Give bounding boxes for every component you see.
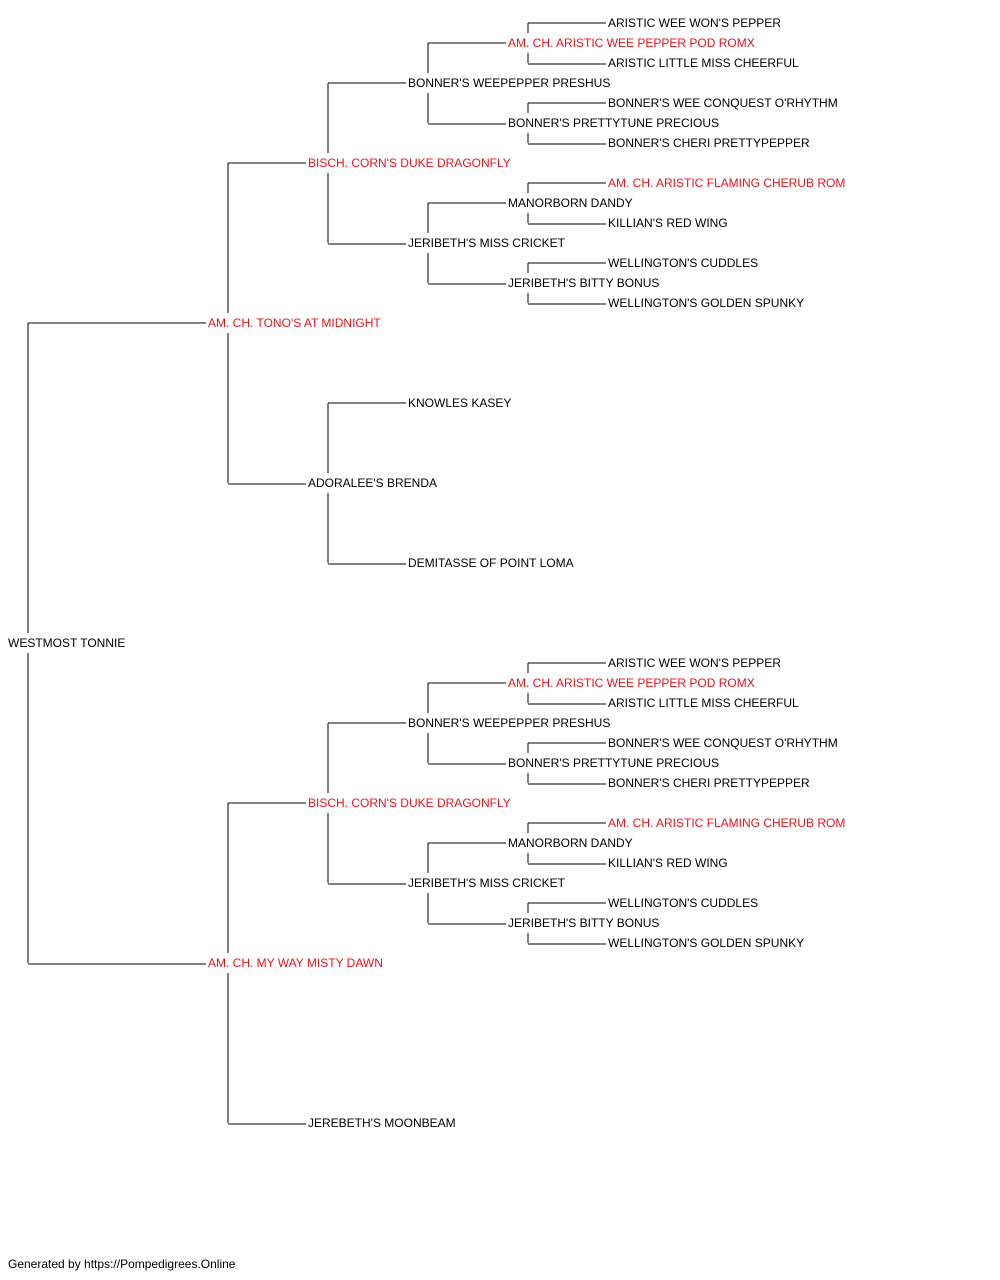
pedigree-node-aristic-little-miss-cheerful[interactable]: ARISTIC LITTLE MISS CHEERFUL (608, 696, 801, 710)
pedigree-node-jerebeth-s-moonbeam[interactable]: JEREBETH'S MOONBEAM (308, 1116, 458, 1130)
pedigree-node-am-ch-aristic-wee-pepper-pod-romx[interactable]: AM. CH. ARISTIC WEE PEPPER POD ROMX (508, 676, 757, 690)
pedigree-node-jeribeth-s-bitty-bonus[interactable]: JERIBETH'S BITTY BONUS (508, 276, 662, 290)
pedigree-node-bisch-corn-s-duke-dragonfly[interactable]: BISCH. CORN'S DUKE DRAGONFLY (308, 796, 513, 810)
pedigree-node-jeribeth-s-miss-cricket[interactable]: JERIBETH'S MISS CRICKET (408, 876, 567, 890)
pedigree-node-wellington-s-golden-spunky[interactable]: WELLINGTON'S GOLDEN SPUNKY (608, 936, 807, 950)
pedigree-node-jeribeth-s-bitty-bonus[interactable]: JERIBETH'S BITTY BONUS (508, 916, 662, 930)
pedigree-node-bonner-s-weepepper-preshus[interactable]: BONNER'S WEEPEPPER PRESHUS (408, 716, 613, 730)
pedigree-node-jeribeth-s-miss-cricket[interactable]: JERIBETH'S MISS CRICKET (408, 236, 567, 250)
pedigree-node-am-ch-aristic-flaming-cherub-rom[interactable]: AM. CH. ARISTIC FLAMING CHERUB ROM (608, 176, 848, 190)
pedigree-node-killian-s-red-wing[interactable]: KILLIAN'S RED WING (608, 856, 730, 870)
pedigree-node-aristic-wee-won-s-pepper[interactable]: ARISTIC WEE WON'S PEPPER (608, 656, 783, 670)
pedigree-node-adoralee-s-brenda[interactable]: ADORALEE'S BRENDA (308, 476, 439, 490)
pedigree-node-aristic-little-miss-cheerful[interactable]: ARISTIC LITTLE MISS CHEERFUL (608, 56, 801, 70)
pedigree-node-manorborn-dandy[interactable]: MANORBORN DANDY (508, 836, 635, 850)
pedigree-node-bonner-s-cheri-prettypepper[interactable]: BONNER'S CHERI PRETTYPEPPER (608, 776, 812, 790)
generated-by-footer: Generated by https://Pompedigrees.Online (8, 1257, 236, 1271)
pedigree-node-am-ch-my-way-misty-dawn[interactable]: AM. CH. MY WAY MISTY DAWN (208, 956, 385, 970)
pedigree-node-bonner-s-weepepper-preshus[interactable]: BONNER'S WEEPEPPER PRESHUS (408, 76, 613, 90)
pedigree-node-westmost-tonnie[interactable]: WESTMOST TONNIE (8, 636, 128, 650)
pedigree-node-bonner-s-wee-conquest-o-rhythm[interactable]: BONNER'S WEE CONQUEST O'RHYTHM (608, 96, 840, 110)
pedigree-node-bonner-s-wee-conquest-o-rhythm[interactable]: BONNER'S WEE CONQUEST O'RHYTHM (608, 736, 840, 750)
pedigree-node-bonner-s-prettytune-precious[interactable]: BONNER'S PRETTYTUNE PRECIOUS (508, 116, 721, 130)
pedigree-node-knowles-kasey[interactable]: KNOWLES KASEY (408, 396, 514, 410)
pedigree-node-bonner-s-prettytune-precious[interactable]: BONNER'S PRETTYTUNE PRECIOUS (508, 756, 721, 770)
pedigree-node-killian-s-red-wing[interactable]: KILLIAN'S RED WING (608, 216, 730, 230)
pedigree-node-bisch-corn-s-duke-dragonfly[interactable]: BISCH. CORN'S DUKE DRAGONFLY (308, 156, 513, 170)
pedigree-node-demitasse-of-point-loma[interactable]: DEMITASSE OF POINT LOMA (408, 556, 576, 570)
pedigree-node-aristic-wee-won-s-pepper[interactable]: ARISTIC WEE WON'S PEPPER (608, 16, 783, 30)
pedigree-node-bonner-s-cheri-prettypepper[interactable]: BONNER'S CHERI PRETTYPEPPER (608, 136, 812, 150)
pedigree-node-wellington-s-golden-spunky[interactable]: WELLINGTON'S GOLDEN SPUNKY (608, 296, 807, 310)
pedigree-node-am-ch-aristic-wee-pepper-pod-romx[interactable]: AM. CH. ARISTIC WEE PEPPER POD ROMX (508, 36, 757, 50)
pedigree-node-wellington-s-cuddles[interactable]: WELLINGTON'S CUDDLES (608, 896, 761, 910)
pedigree-node-wellington-s-cuddles[interactable]: WELLINGTON'S CUDDLES (608, 256, 761, 270)
pedigree-node-manorborn-dandy[interactable]: MANORBORN DANDY (508, 196, 635, 210)
pedigree-node-am-ch-aristic-flaming-cherub-rom[interactable]: AM. CH. ARISTIC FLAMING CHERUB ROM (608, 816, 848, 830)
pedigree-node-am-ch-tono-s-at-midnight[interactable]: AM. CH. TONO'S AT MIDNIGHT (208, 316, 383, 330)
